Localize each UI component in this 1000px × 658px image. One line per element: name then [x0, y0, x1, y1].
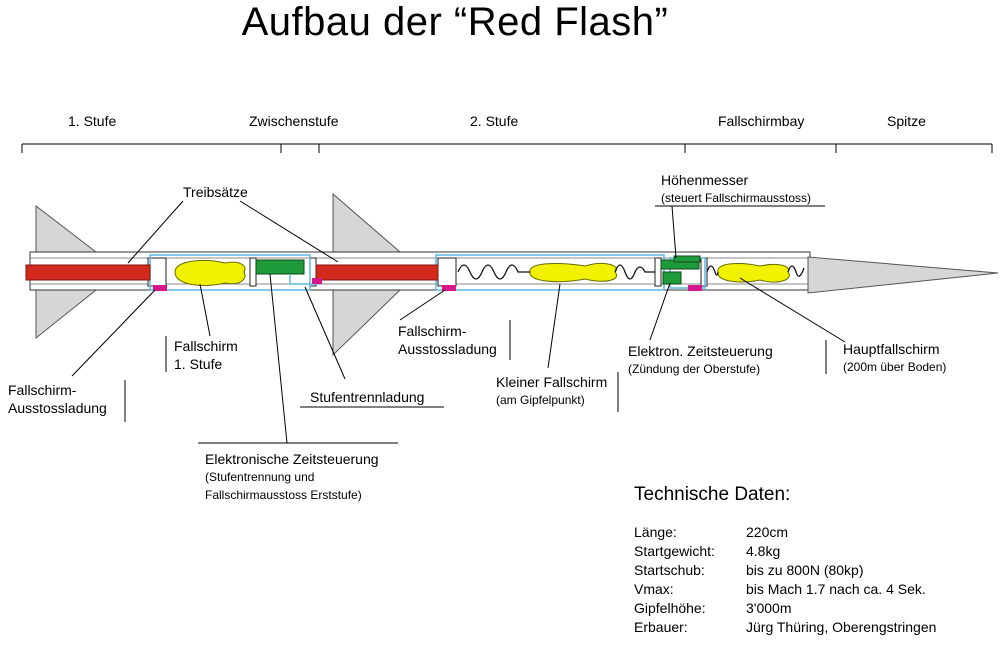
- stage1-parachute: [174, 259, 246, 286]
- tech-row: Länge: 220cm: [634, 524, 936, 543]
- tech-value: Jürg Thüring, Oberengstringen: [746, 619, 937, 635]
- tech-key: Vmax:: [634, 581, 674, 597]
- shock-cord: [787, 265, 805, 277]
- leader-line: [304, 286, 346, 380]
- motors-label: Treibsätze: [183, 184, 248, 200]
- ejection-charge: [442, 285, 456, 291]
- ejection-charge: [688, 285, 702, 291]
- tech-key: Startgewicht:: [634, 543, 715, 559]
- ejection-charge-1-label: Fallschirm- Ausstossladung: [8, 381, 107, 417]
- ejection-charge-1-line2: Ausstossladung: [8, 400, 107, 416]
- leader-line: [127, 200, 184, 264]
- leader-line: [71, 289, 156, 377]
- main-chute-subtitle: (200m über Boden): [843, 360, 947, 374]
- stage2-fin: [332, 192, 402, 357]
- tech-key: Erbauer:: [634, 619, 688, 635]
- shock-cord: [706, 265, 719, 276]
- leader-line: [399, 289, 446, 321]
- small-parachute: [529, 263, 618, 283]
- page-title: Aufbau der “Red Flash”: [241, 0, 669, 44]
- stage1-motor: [25, 264, 151, 281]
- timer2-subtitle: (Zündung der Oberstufe): [628, 362, 761, 376]
- section-stage2-label: 2. Stufe: [470, 113, 519, 129]
- nose-cone: [807, 256, 999, 294]
- ejection-charge-2-line1: Fallschirm-: [398, 323, 467, 339]
- separation-charge-label: Stufentrennladung: [310, 389, 425, 405]
- tech-key: Startschub:: [634, 562, 705, 578]
- stage1-chute-line2: 1. Stufe: [174, 356, 223, 372]
- timer1-title: Elektronische Zeitsteuerung: [205, 451, 379, 467]
- stage1-chute-line1: Fallschirm: [174, 338, 238, 354]
- altimeter-subtitle: (steuert Fallschirmausstoss): [661, 191, 812, 205]
- tech-value: bis Mach 1.7 nach ca. 4 Sek.: [746, 581, 926, 597]
- ejection-charge-2-line2: Ausstossladung: [398, 341, 497, 357]
- leader-line: [671, 205, 677, 259]
- tech-data-panel: Technische Daten: Länge: 220cm Startgewic…: [634, 484, 936, 638]
- tech-row: Vmax: bis Mach 1.7 nach ca. 4 Sek.: [634, 581, 936, 600]
- small-chute-subtitle: (am Gipfelpunkt): [496, 393, 585, 407]
- ejection-charge: [153, 285, 167, 291]
- timer1-subtitle-2: Fallschirmausstoss Erststufe): [205, 488, 362, 502]
- timer1-subtitle-1: (Stufentrennung und: [205, 470, 315, 484]
- tech-row: Startgewicht: 4.8kg: [634, 543, 936, 562]
- leader-line: [199, 283, 211, 337]
- section-stage1-label: 1. Stufe: [68, 113, 117, 129]
- timer2-title: Elektron. Zeitsteuerung: [628, 343, 773, 359]
- ejection-charge-2-label: Fallschirm- Ausstossladung: [398, 322, 497, 358]
- tech-value: 3'000m: [746, 600, 792, 616]
- section-nose-label: Spitze: [887, 113, 926, 129]
- altimeter-electronics: [673, 255, 701, 263]
- leader-line: [269, 273, 288, 444]
- tech-value: 4.8kg: [746, 543, 781, 559]
- timer2-label: Elektron. Zeitsteuerung (Zündung der Obe…: [628, 342, 773, 378]
- tech-value: bis zu 800N (80kp): [746, 562, 864, 578]
- tech-key: Gipfelhöhe:: [634, 600, 706, 616]
- section-dimension-line: [21, 143, 993, 153]
- section-interstage-label: Zwischenstufe: [249, 113, 339, 129]
- timer2-electronics: [662, 271, 682, 285]
- leader-line: [239, 200, 339, 263]
- tech-key: Länge:: [634, 524, 677, 540]
- tech-row: Startschub: bis zu 800N (80kp): [634, 562, 936, 581]
- stage2-motor: [315, 264, 439, 281]
- small-chute-title: Kleiner Fallschirm: [496, 374, 608, 390]
- main-chute-label: Hauptfallschirm (200m über Boden): [843, 340, 946, 376]
- small-chute-label: Kleiner Fallschirm (am Gipfelpunkt): [496, 373, 607, 409]
- leader-line: [547, 283, 561, 369]
- timer1-label: Elektronische Zeitsteuerung (Stufentrenn…: [205, 450, 379, 504]
- tech-row: Erbauer: Jürg Thüring, Oberengstringen: [634, 619, 936, 638]
- altimeter-title: Höhenmesser: [661, 172, 749, 188]
- section-chute-bay-label: Fallschirmbay: [718, 113, 805, 129]
- tech-data-heading: Technische Daten:: [634, 484, 791, 505]
- timer1-electronics: [255, 259, 305, 275]
- main-parachute: [717, 263, 790, 283]
- leader-line: [739, 277, 846, 343]
- wire: [289, 274, 318, 285]
- ejection-charge-1-line1: Fallschirm-: [8, 382, 77, 398]
- separation-charge: [312, 278, 322, 284]
- main-chute-title: Hauptfallschirm: [843, 341, 940, 357]
- altimeter-label: Höhenmesser (steuert Fallschirmausstoss): [661, 171, 811, 207]
- leader-line: [649, 282, 671, 341]
- stage1-chute-label: Fallschirm 1. Stufe: [174, 337, 238, 373]
- shock-cord: [614, 264, 655, 280]
- tech-data-table: Länge: 220cm Startgewicht: 4.8kg Startschu…: [634, 524, 936, 638]
- shock-cord: [457, 264, 530, 280]
- tech-value: 220cm: [746, 524, 789, 540]
- tech-row: Gipfelhöhe: 3'000m: [634, 600, 936, 619]
